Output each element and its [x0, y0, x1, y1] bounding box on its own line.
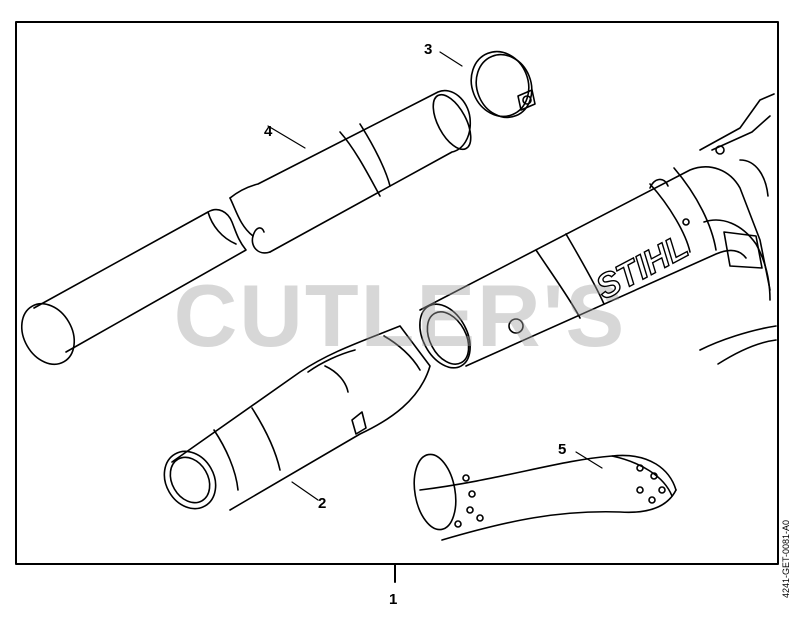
part-label-5: 5 [558, 441, 567, 458]
brand-mark: STIHL [590, 227, 695, 307]
part-label-2: 2 [318, 495, 327, 512]
blower-housing [419, 93, 777, 369]
drawing-code: 4241-GET-0081-A0 [781, 519, 791, 598]
blower-tube-upper [20, 89, 472, 365]
label-3-leader [439, 51, 463, 67]
watermark: CUTLER'S [173, 266, 627, 365]
hose-clamp [439, 50, 536, 119]
assembly-frame [15, 21, 779, 565]
part-label-4: 4 [264, 123, 273, 140]
part-label-1: 1 [389, 591, 398, 608]
part-label-3: 3 [424, 41, 433, 58]
blower-nozzle [163, 325, 431, 511]
label-4-leader [267, 125, 306, 149]
blower-elbow [413, 451, 677, 541]
label-5-leader [575, 451, 603, 469]
label-2-leader [291, 481, 319, 501]
